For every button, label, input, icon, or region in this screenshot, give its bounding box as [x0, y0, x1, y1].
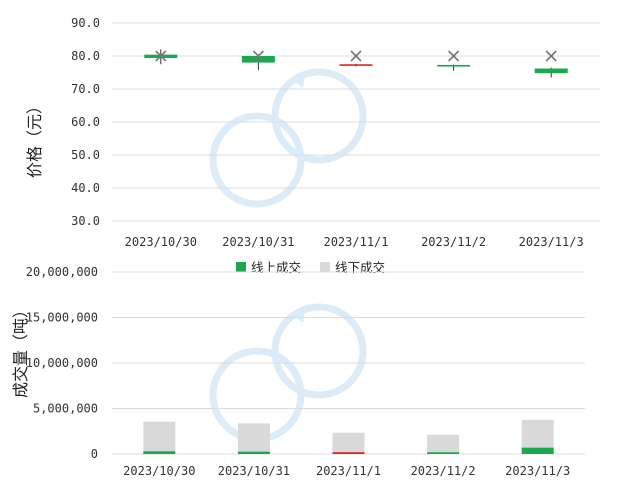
volume-y-tick-label: 15,000,000 — [26, 311, 98, 325]
price-x-tick-label: 2023/11/1 — [323, 235, 388, 249]
price-y-axis: 90.0 80.0 70.0 60.0 50.0 40.0 30.0 — [71, 16, 100, 228]
watermark-arrow — [295, 76, 305, 88]
price-y-tick-label: 30.0 — [71, 214, 100, 228]
price-y-label: 价格（元） — [25, 98, 44, 178]
reference-price-marker — [350, 50, 362, 62]
price-y-tick-label: 40.0 — [71, 181, 100, 195]
volume-y-tick-label: 5,000,000 — [33, 402, 98, 416]
candle-body — [534, 68, 568, 74]
volume-y-label: 成交量（吨） — [11, 302, 30, 398]
reference-price-marker — [448, 50, 460, 62]
price-x-tick-label: 2023/11/2 — [421, 235, 486, 249]
candle-body — [437, 64, 471, 67]
watermark-ring — [209, 112, 305, 208]
price-y-tick-label: 50.0 — [71, 148, 100, 162]
volume-x-tick-label: 2023/11/2 — [411, 464, 476, 478]
volume-x-tick-label: 2023/11/1 — [316, 464, 381, 478]
volume-bar-offline — [237, 423, 270, 452]
legend-swatch-online — [236, 262, 246, 272]
volume-y-tick-label: 10,000,000 — [26, 356, 98, 370]
price-y-tick-label: 90.0 — [71, 16, 100, 30]
volume-bar-online — [237, 451, 270, 454]
volume-bar-online — [143, 451, 176, 454]
volume-bar-offline — [143, 421, 176, 452]
volume-bar-offline — [521, 419, 554, 448]
reference-price-marker — [252, 50, 264, 62]
volume-x-tick-label: 2023/10/31 — [218, 464, 290, 478]
price-candles — [144, 49, 568, 78]
legend: 线上成交 线下成交 — [236, 260, 385, 275]
reference-price-marker — [155, 50, 167, 62]
watermark-logo — [209, 68, 367, 443]
price-gridlines — [112, 22, 600, 222]
volume-bar-online — [332, 452, 365, 454]
watermark-ring — [271, 68, 367, 164]
volume-bars — [143, 419, 554, 454]
legend-label-offline: 线下成交 — [335, 260, 385, 275]
volume-y-tick-label: 20,000,000 — [26, 265, 98, 279]
candle-body — [339, 64, 373, 66]
legend-label-online: 线上成交 — [251, 260, 301, 275]
price-y-tick-label: 80.0 — [71, 49, 100, 63]
watermark-ring — [271, 303, 367, 399]
price-x-tick-label: 2023/10/30 — [125, 235, 197, 249]
volume-y-axis: 20,000,000 15,000,000 10,000,000 5,000,000 0 — [26, 265, 98, 461]
volume-x-axis: 2023/10/30 2023/10/31 2023/11/1 2023/11/2 20… — [123, 464, 570, 478]
price-x-tick-label: 2023/10/31 — [222, 235, 294, 249]
price-x-axis: 2023/10/30 2023/10/31 2023/11/1 2023/11/2 20… — [125, 235, 584, 249]
candle-body — [241, 56, 275, 63]
price-y-tick-label: 60.0 — [71, 115, 100, 129]
volume-bar-online — [427, 452, 460, 454]
volume-x-tick-label: 2023/11/3 — [505, 464, 570, 478]
volume-bar-offline — [427, 434, 460, 453]
volume-bar-offline — [332, 432, 365, 453]
volume-gridlines — [112, 271, 585, 455]
volume-y-tick-label: 0 — [91, 447, 98, 461]
price-x-tick-label: 2023/11/3 — [519, 235, 584, 249]
price-y-tick-label: 70.0 — [71, 82, 100, 96]
volume-bar-online — [521, 447, 554, 454]
volume-x-tick-label: 2023/10/30 — [123, 464, 195, 478]
legend-swatch-offline — [320, 262, 330, 272]
reference-price-marker — [545, 50, 557, 62]
